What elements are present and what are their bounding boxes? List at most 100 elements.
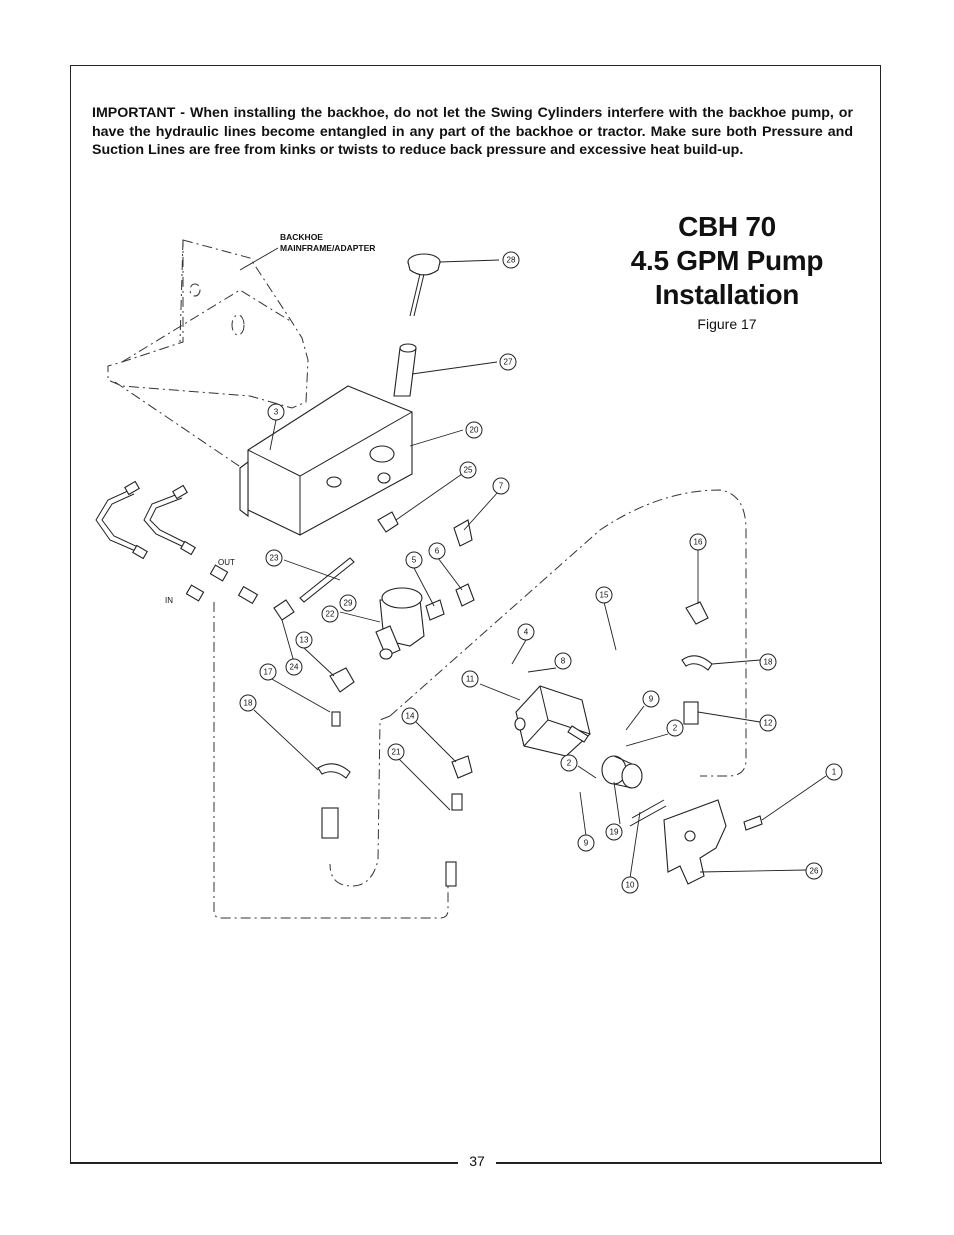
svg-text:2: 2 <box>567 759 572 768</box>
callout-12: 12 <box>759 714 777 732</box>
callout-18: 18 <box>239 694 257 712</box>
page-border <box>70 65 881 1163</box>
callout-14: 14 <box>401 707 419 725</box>
callout-24: 24 <box>285 658 303 676</box>
svg-text:9: 9 <box>649 695 654 704</box>
svg-text:19: 19 <box>610 828 619 837</box>
hose-clamp-18 <box>681 655 713 671</box>
figure-title: CBH 70 4.5 GPM Pump Installation <box>620 210 834 312</box>
callout-6: 6 <box>428 542 446 560</box>
svg-text:5: 5 <box>412 556 417 565</box>
svg-text:26: 26 <box>810 867 819 876</box>
callout-23: 23 <box>265 549 283 567</box>
footer-rule-right <box>496 1162 882 1164</box>
svg-text:11: 11 <box>466 675 475 684</box>
svg-text:15: 15 <box>600 591 609 600</box>
bolt-1 <box>743 815 763 831</box>
svg-text:9: 9 <box>584 839 589 848</box>
callout-25: 25 <box>459 461 477 479</box>
callout-1: 1 <box>825 763 843 781</box>
hose-route-mid <box>329 715 391 887</box>
hose-route-right <box>389 489 747 777</box>
callout-18: 18 <box>759 653 777 671</box>
callout-10: 10 <box>621 876 639 894</box>
callout-16: 16 <box>689 533 707 551</box>
important-notice: IMPORTANT - When installing the backhoe,… <box>92 105 853 158</box>
svg-text:29: 29 <box>344 599 353 608</box>
callout-3: 3 <box>267 403 285 421</box>
mainframe-label-line-1: BACKHOE <box>280 232 323 242</box>
svg-text:22: 22 <box>326 610 335 619</box>
callout-22: 22 <box>321 605 339 623</box>
title-line-3: Installation <box>654 279 800 310</box>
out-label: OUT <box>218 558 235 567</box>
svg-text:8: 8 <box>561 657 566 666</box>
svg-text:7: 7 <box>499 482 504 491</box>
svg-text:13: 13 <box>300 636 309 645</box>
svg-text:12: 12 <box>764 719 773 728</box>
reservoir-tank <box>239 385 413 536</box>
callout-9: 9 <box>577 834 595 852</box>
svg-text:2: 2 <box>673 724 678 733</box>
figure-caption: Figure 17 <box>697 316 757 332</box>
svg-text:16: 16 <box>694 538 703 547</box>
svg-text:17: 17 <box>264 668 273 677</box>
callout-20: 20 <box>465 421 483 439</box>
valve-body <box>375 587 425 660</box>
fitting-21 <box>451 793 463 811</box>
mainframe-label-line-2: MAINFRAME/ADAPTER <box>280 243 375 253</box>
elbow-14 <box>451 755 473 779</box>
coupler <box>601 755 643 789</box>
callout-8: 8 <box>554 652 572 670</box>
callout-leaders <box>253 259 827 879</box>
suction-hose-route <box>213 602 449 919</box>
callout-15: 15 <box>595 586 613 604</box>
svg-text:24: 24 <box>290 663 299 672</box>
title-line-1: CBH 70 <box>678 211 776 242</box>
svg-text:20: 20 <box>470 426 479 435</box>
callout-11: 11 <box>461 670 479 688</box>
hose-end-lower <box>445 861 457 887</box>
svg-text:1: 1 <box>832 768 837 777</box>
pump-mounting-bracket <box>663 799 727 885</box>
title-line-2: 4.5 GPM Pump <box>630 245 824 276</box>
callout-9: 9 <box>642 690 660 708</box>
elbow-13 <box>329 667 355 693</box>
callout-2: 2 <box>666 719 684 737</box>
in-label: IN <box>165 596 173 605</box>
svg-text:10: 10 <box>626 881 635 890</box>
barb-17 <box>331 711 341 727</box>
hose-12 <box>683 701 699 725</box>
backhoe-mainframe-outline <box>107 239 309 471</box>
callout-27: 27 <box>499 353 517 371</box>
callout-13: 13 <box>295 631 313 649</box>
callout-17: 17 <box>259 663 277 681</box>
shield-10 <box>629 799 667 827</box>
callout-19: 19 <box>605 823 623 841</box>
svg-text:4: 4 <box>524 628 529 637</box>
hose-lower <box>321 807 339 839</box>
callout-7: 7 <box>492 477 510 495</box>
svg-text:18: 18 <box>764 658 773 667</box>
pressure-tube <box>273 511 475 621</box>
svg-text:23: 23 <box>270 554 279 563</box>
callout-26: 26 <box>805 862 823 880</box>
callout-2: 2 <box>560 754 578 772</box>
svg-text:28: 28 <box>507 256 516 265</box>
filler-neck <box>393 343 417 397</box>
hydraulic-lines-left <box>95 480 259 605</box>
elbow-16 <box>685 601 709 625</box>
footer-rule-left <box>70 1162 458 1164</box>
svg-text:27: 27 <box>504 358 513 367</box>
page-number: 37 <box>469 1153 485 1169</box>
callout-5: 5 <box>405 551 423 569</box>
callout-29: 29 <box>339 594 357 612</box>
callout-21: 21 <box>387 743 405 761</box>
hydraulic-pump <box>514 685 591 757</box>
svg-text:18: 18 <box>244 699 253 708</box>
breather-cap <box>407 253 441 317</box>
svg-text:6: 6 <box>435 547 440 556</box>
svg-text:14: 14 <box>406 712 415 721</box>
svg-text:25: 25 <box>464 466 473 475</box>
